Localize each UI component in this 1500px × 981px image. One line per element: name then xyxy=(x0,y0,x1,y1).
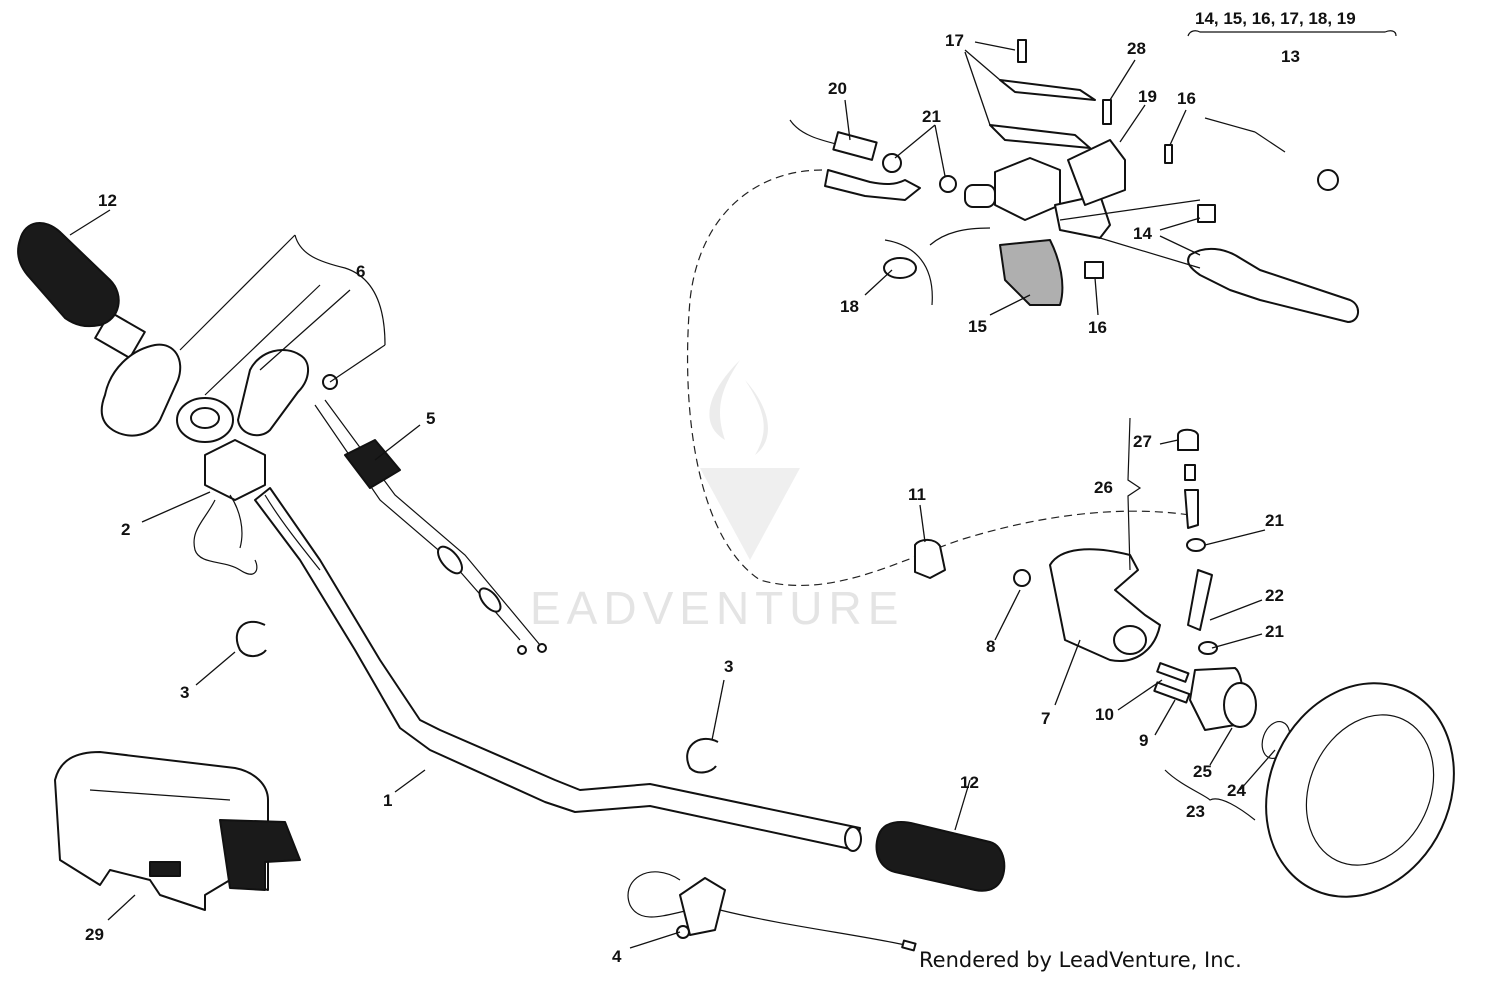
bracket-26 xyxy=(1127,417,1142,571)
callout-3-right: 3 xyxy=(724,657,733,676)
callout-28: 28 xyxy=(1127,39,1146,58)
callout-18: 18 xyxy=(840,297,859,316)
callout-1: 1 xyxy=(383,791,392,810)
callout-4: 4 xyxy=(612,947,622,966)
group-number-label: 13 xyxy=(1281,47,1300,66)
callout-16-top: 16 xyxy=(1177,89,1196,108)
callout-5: 5 xyxy=(426,409,435,428)
group-header-13: 14, 15, 16, 17, 18, 19 13 xyxy=(1187,9,1397,66)
callout-7: 7 xyxy=(1041,709,1050,728)
switch-housing-assembly xyxy=(100,234,386,575)
callout-20: 20 xyxy=(828,79,847,98)
callout-17: 17 xyxy=(945,31,964,50)
callout-26: 26 xyxy=(1094,478,1113,497)
callout-22: 22 xyxy=(1265,586,1284,605)
callout-3-left: 3 xyxy=(180,683,189,702)
master-cylinder-assembly xyxy=(789,39,1359,323)
clutch-cover-assembly xyxy=(914,538,1161,662)
cable-clip-right xyxy=(686,737,719,774)
callout-29: 29 xyxy=(85,925,104,944)
callout-11: 11 xyxy=(908,485,926,504)
leadventure-watermark: EADVENTURE xyxy=(530,360,904,634)
callout-6: 6 xyxy=(356,262,365,281)
callout-15: 15 xyxy=(968,317,987,336)
callout-21-middle: 21 xyxy=(1265,511,1284,530)
callout-21-bottom: 21 xyxy=(1265,622,1284,641)
throttle-cables xyxy=(314,399,547,655)
callout-27: 27 xyxy=(1133,432,1152,451)
callout-labels: 1 2 3 3 4 5 6 7 8 9 10 11 12 12 14 15 16… xyxy=(85,31,1284,966)
slave-cylinder-assembly xyxy=(1153,428,1455,898)
callout-14: 14 xyxy=(1133,224,1152,243)
callout-25: 25 xyxy=(1193,762,1212,781)
callout-8: 8 xyxy=(986,637,995,656)
right-grip xyxy=(875,821,1006,892)
render-credit: Rendered by LeadVenture, Inc. xyxy=(919,948,1242,972)
callout-12-left: 12 xyxy=(98,191,117,210)
bracket-23 xyxy=(1164,769,1256,821)
callout-12-right: 12 xyxy=(960,773,979,792)
callout-16-bottom: 16 xyxy=(1088,318,1107,337)
handlebar xyxy=(254,487,862,852)
callout-10: 10 xyxy=(1095,705,1114,724)
cable-clip-left xyxy=(235,620,267,657)
callout-24: 24 xyxy=(1227,781,1246,800)
callout-19: 19 xyxy=(1138,87,1157,106)
callout-2: 2 xyxy=(121,520,130,539)
callout-23: 23 xyxy=(1186,802,1205,821)
bracket-6 xyxy=(294,234,386,346)
callout-21-top: 21 xyxy=(922,107,941,126)
handguard xyxy=(54,751,301,911)
leader-lines xyxy=(69,41,1276,949)
kill-switch xyxy=(627,871,917,952)
callout-9: 9 xyxy=(1139,731,1148,750)
group-items-label: 14, 15, 16, 17, 18, 19 xyxy=(1195,9,1356,28)
left-grip xyxy=(17,222,146,359)
watermark-text: EADVENTURE xyxy=(530,582,904,634)
